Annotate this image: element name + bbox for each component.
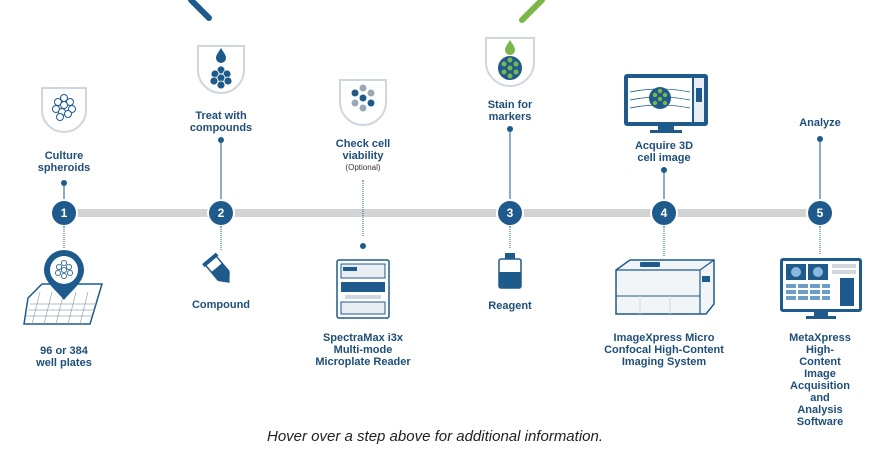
step-2-below-label: Compound <box>191 299 251 311</box>
step-optional-title: Check cell viability <box>335 138 391 162</box>
step-3-marker[interactable]: 3 <box>498 201 522 225</box>
step-2-top-line <box>220 140 222 203</box>
step-1-bottom-line <box>63 226 65 248</box>
top-arrow-green <box>519 0 545 23</box>
monitor-3d-image-icon <box>624 74 708 133</box>
step-1-marker[interactable]: 1 <box>52 201 76 225</box>
step-3-top-line <box>509 129 511 203</box>
step-2-marker[interactable]: 2 <box>209 201 233 225</box>
step-3-bottom-line <box>509 226 511 248</box>
pipette-tube-icon <box>202 252 230 283</box>
step-2-bottom-line <box>220 226 222 250</box>
step-3-below-label: Reagent <box>488 300 532 312</box>
step-5-bottom-line <box>819 226 821 254</box>
top-arrow-blue <box>188 0 212 21</box>
step-optional-below-label: SpectraMax i3x Multi-mode Microplate Rea… <box>315 332 411 368</box>
step-optional-dot[interactable] <box>360 243 366 249</box>
compound-cup-icon <box>197 45 245 94</box>
step-5-above-label: Analyze <box>799 117 841 129</box>
viability-cup-icon <box>339 79 387 126</box>
hover-hint: Hover over a step above for additional i… <box>266 428 604 445</box>
timeline-track <box>64 209 820 217</box>
well-plate-pin-icon <box>23 250 104 325</box>
step-1-below-label: 96 or 384 well plates <box>36 345 92 369</box>
step-5-below-label: MetaXpress High-Content Image Acquisitio… <box>789 332 851 428</box>
step-1-top-line <box>63 183 65 203</box>
step-4-marker[interactable]: 4 <box>652 201 676 225</box>
step-1-above-label: Culture spheroids <box>37 150 91 174</box>
step-4-below-label: ImageXpress Micro Confocal High-Content … <box>604 332 724 368</box>
spheroid-cup-icon <box>41 87 87 133</box>
step-2-above-label: Treat with compounds <box>189 110 253 134</box>
imaging-system-icon <box>615 259 715 315</box>
reagent-bottle-icon <box>498 253 522 289</box>
stain-cup-icon <box>485 37 535 87</box>
step-5-marker[interactable]: 5 <box>808 201 832 225</box>
step-5-top-line <box>819 139 821 203</box>
step-4-bottom-line <box>663 226 665 256</box>
software-monitor-icon <box>780 258 862 319</box>
step-optional-top-line <box>362 180 364 236</box>
step-4-above-label: Acquire 3D cell image <box>634 140 694 164</box>
step-optional-sub: (Optional) <box>345 163 381 172</box>
microplate-reader-icon <box>336 259 390 319</box>
step-optional-above-label: Check cell viability (Optional) <box>336 138 390 174</box>
step-3-above-label: Stain for markers <box>487 99 533 123</box>
step-4-top-line <box>663 170 665 203</box>
